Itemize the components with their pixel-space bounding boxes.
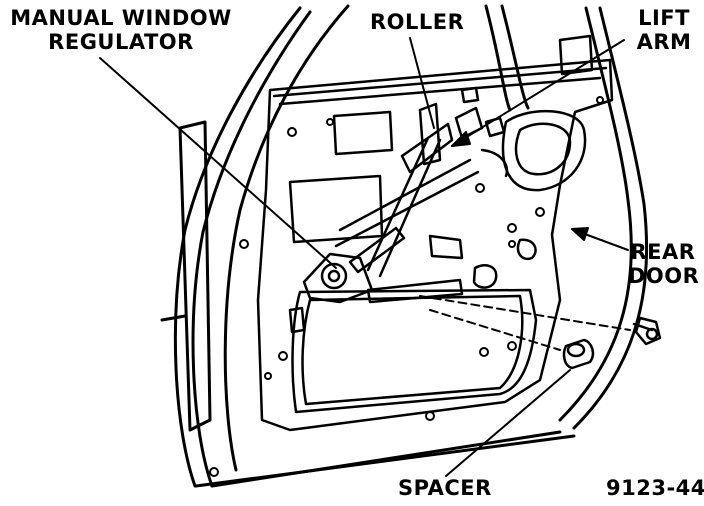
door-inner-panel — [256, 34, 614, 432]
label-rear-door-line2: DOOR — [628, 264, 700, 288]
panel-holes — [209, 96, 604, 477]
label-rear-door-line1: REAR — [630, 240, 696, 264]
figure-number: 9123-44 — [606, 476, 704, 500]
label-rear-door: REAR DOOR — [628, 240, 700, 288]
label-lift-arm-line1: LIFT — [638, 6, 690, 30]
window-regulator-mechanism — [302, 102, 506, 304]
label-manual-window-regulator: MANUAL WINDOW REGULATOR — [6, 6, 236, 54]
label-lift-arm: LIFT ARM — [632, 6, 696, 54]
label-roller: ROLLER — [370, 10, 464, 34]
label-spacer-text: SPACER — [398, 476, 492, 500]
figure-number-text: 9123-44 — [606, 476, 704, 500]
label-manual-window-regulator-line1: MANUAL WINDOW — [10, 6, 232, 30]
label-manual-window-regulator-line2: REGULATOR — [48, 30, 194, 54]
label-roller-text: ROLLER — [370, 10, 465, 34]
door-outer-frame — [160, 4, 649, 488]
leader-lines — [99, 37, 631, 477]
label-spacer: SPACER — [398, 476, 492, 500]
bolt-and-spacer — [562, 316, 662, 370]
label-lift-arm-line2: ARM — [636, 30, 692, 54]
